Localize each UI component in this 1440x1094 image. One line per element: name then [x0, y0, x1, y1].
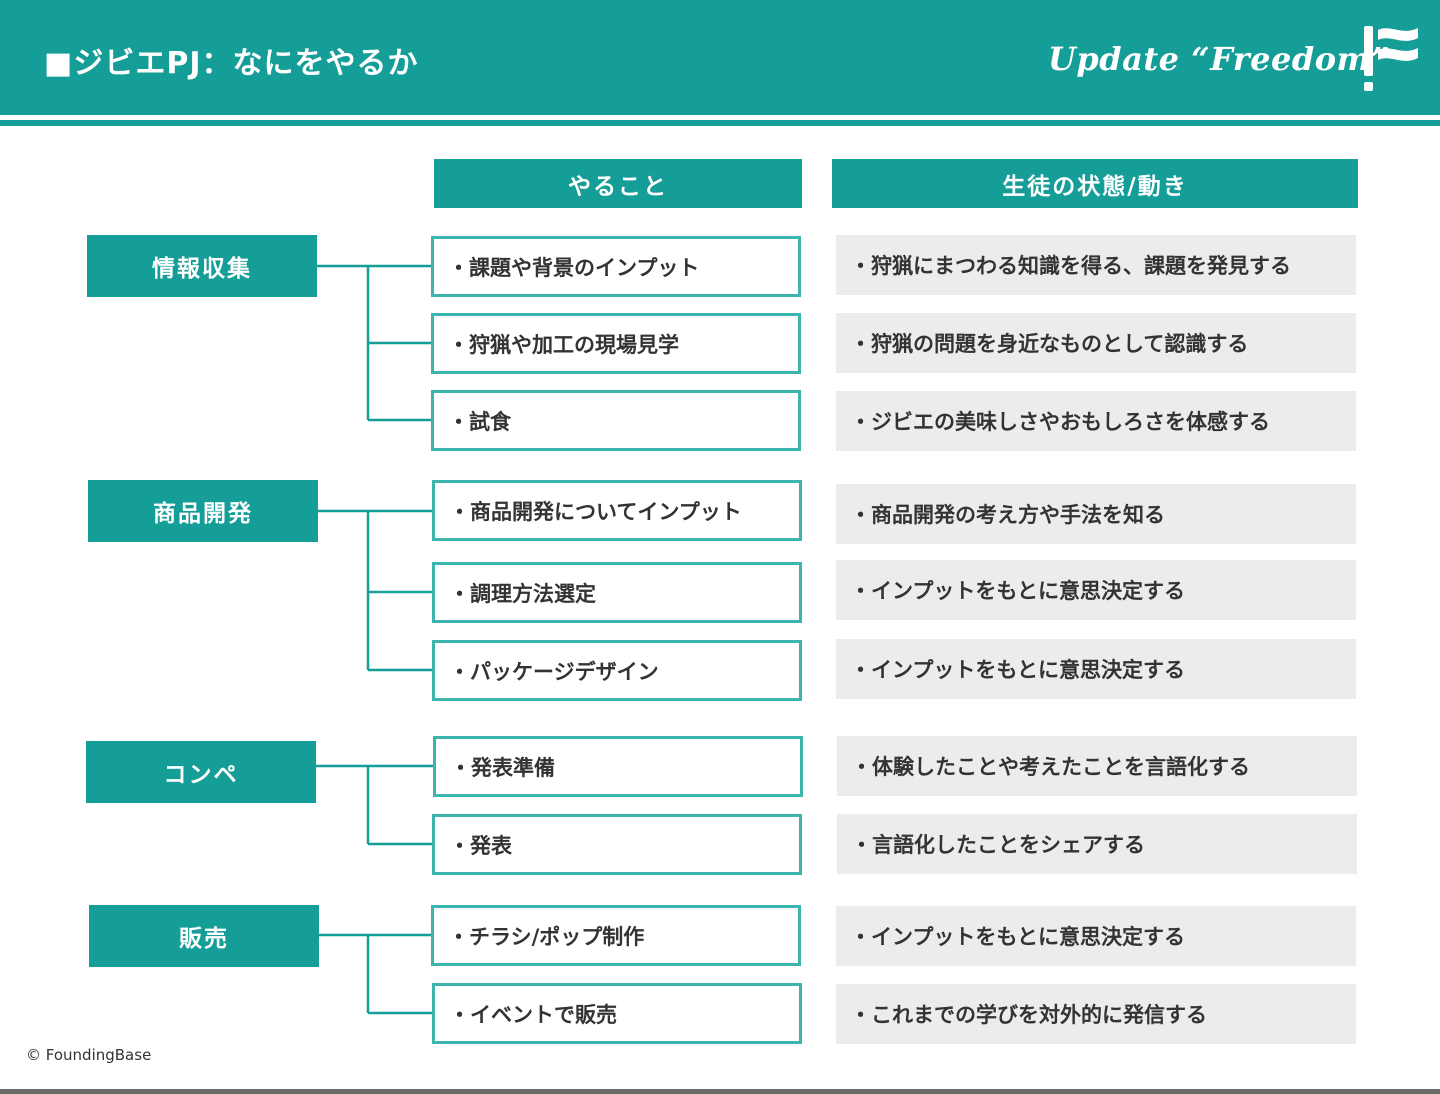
task-item: ・調理方法選定: [432, 562, 802, 623]
category-product-development: 商品開発: [88, 480, 318, 542]
column-header-states: 生徒の状態/動き: [832, 159, 1358, 208]
bottom-border: [0, 1089, 1440, 1094]
state-item: ・体験したことや考えたことを言語化する: [837, 736, 1357, 796]
column-header-tasks: やること: [434, 159, 802, 208]
task-item: ・課題や背景のインプット: [431, 236, 801, 297]
header-divider: [0, 120, 1440, 126]
task-item: ・パッケージデザイン: [432, 640, 802, 701]
state-item: ・インプットをもとに意思決定する: [836, 560, 1356, 620]
task-item: ・試食: [431, 390, 801, 451]
task-item: ・発表: [432, 814, 802, 875]
category-info-gathering: 情報収集: [87, 235, 317, 297]
task-item: ・発表準備: [433, 736, 803, 797]
task-item: ・チラシ/ポップ制作: [431, 905, 801, 966]
header-bar: [0, 0, 1440, 115]
state-item: ・商品開発の考え方や手法を知る: [836, 484, 1356, 544]
copyright-text: © FoundingBase: [26, 1046, 152, 1064]
state-item: ・ジビエの美味しさやおもしろさを体感する: [836, 391, 1356, 451]
state-item: ・狩猟にまつわる知識を得る、課題を発見する: [836, 235, 1356, 295]
state-item: ・インプットをもとに意思決定する: [836, 906, 1356, 966]
category-competition: コンペ: [86, 741, 316, 803]
brand-logo-icon: [1364, 26, 1418, 91]
state-item: ・これまでの学びを対外的に発信する: [836, 984, 1356, 1044]
page-title: ■ジビエPJ：なにをやるか: [44, 46, 419, 81]
state-item: ・狩猟の問題を身近なものとして認識する: [836, 313, 1356, 373]
task-item: ・狩猟や加工の現場見学: [431, 313, 801, 374]
task-item: ・イベントで販売: [432, 983, 802, 1044]
category-sales: 販売: [89, 905, 319, 967]
state-item: ・言語化したことをシェアする: [837, 814, 1357, 874]
tagline: Update “Freedom”: [1048, 40, 1390, 78]
task-item: ・商品開発についてインプット: [432, 480, 802, 541]
state-item: ・インプットをもとに意思決定する: [836, 639, 1356, 699]
